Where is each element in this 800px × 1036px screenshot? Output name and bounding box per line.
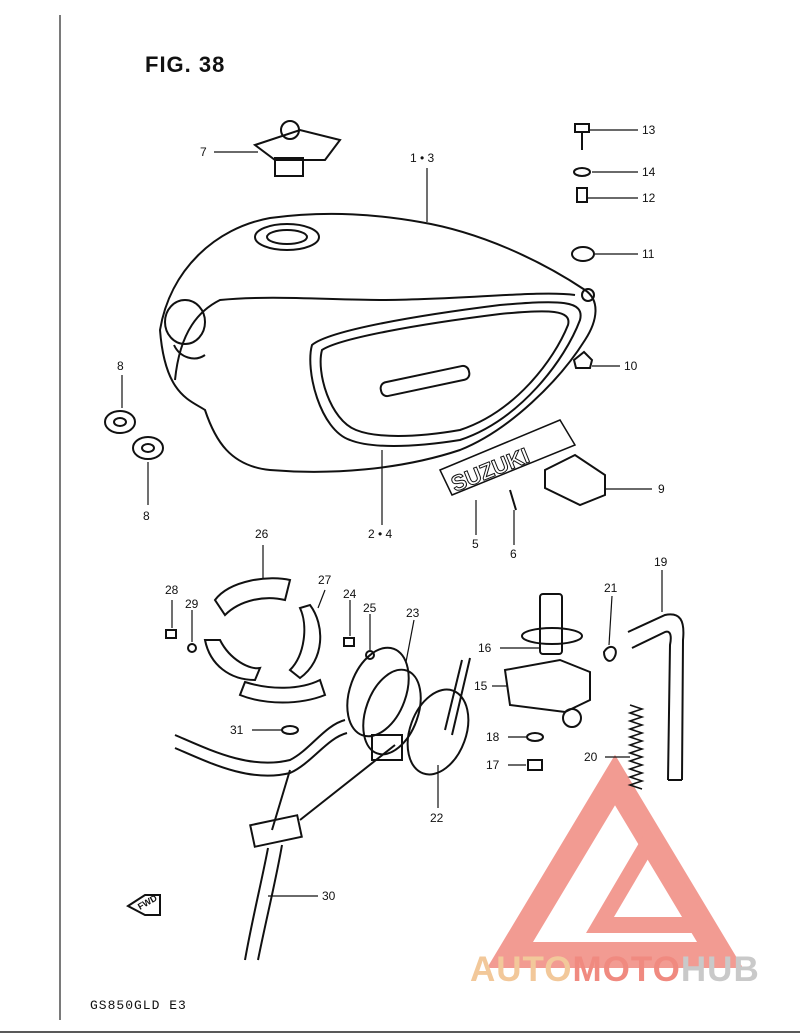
- fuel-tank: [158, 212, 597, 473]
- screw-6: [509, 489, 517, 511]
- callout-12: 12: [642, 191, 656, 205]
- washer-14: [573, 167, 591, 177]
- callout-15: 15: [474, 679, 488, 693]
- callout-14: 14: [642, 165, 656, 179]
- callout-28: 28: [165, 583, 179, 597]
- spring-20: [627, 704, 645, 790]
- figure-title: FIG. 38: [145, 52, 226, 77]
- callout-19: 19: [654, 555, 668, 569]
- watermark-text: AUTOMOTOHUB: [470, 950, 760, 990]
- cushion-8: [104, 410, 164, 460]
- callout-23: 23: [406, 606, 420, 620]
- fuel-cock: [503, 593, 591, 728]
- model-code: GS850GLD E3: [90, 998, 187, 1013]
- callout-31: 31: [230, 723, 244, 737]
- callout-20: 20: [584, 750, 598, 764]
- callout-17: 17: [486, 758, 500, 772]
- callout-24: 24: [343, 587, 357, 601]
- callout-7: 7: [200, 145, 207, 159]
- callout-6: 6: [510, 547, 517, 561]
- watermark-part-moto: MOTO: [572, 950, 681, 989]
- callout-1-3: 1 • 3: [410, 151, 435, 165]
- hose-19: [627, 613, 685, 781]
- callout-18: 18: [486, 730, 500, 744]
- callout-25: 25: [363, 601, 377, 615]
- bolt-13: [574, 123, 590, 150]
- cushion-block-9: [544, 453, 606, 507]
- tank-emblem: SUZUKI: [438, 419, 577, 497]
- clip-21: [602, 645, 617, 662]
- collar-12: [576, 187, 588, 203]
- callout-11: 11: [642, 247, 655, 261]
- screws-24-25-28-29: [165, 629, 375, 660]
- screw-17: [527, 759, 543, 771]
- callout-8-bottom: 8: [143, 509, 150, 523]
- fuel-gauge-unit: [299, 646, 471, 821]
- watermark-part-hub: HUB: [680, 950, 760, 989]
- wiring-harness-30: [174, 719, 348, 961]
- washer-18: [526, 732, 544, 742]
- callout-10: 10: [624, 359, 638, 373]
- callout-30: 30: [322, 889, 336, 903]
- callout-9: 9: [658, 482, 665, 496]
- callout-21: 21: [604, 581, 618, 595]
- callout-22: 22: [430, 811, 444, 825]
- callout-27: 27: [318, 573, 332, 587]
- fwd-arrow: FWD: [126, 893, 161, 916]
- gasket-26-27: [203, 577, 327, 704]
- callout-29: 29: [185, 597, 199, 611]
- watermark-logo: [487, 754, 743, 968]
- cushion-11: [571, 246, 595, 262]
- callout-13: 13: [642, 123, 656, 137]
- fuel-cap: [252, 120, 342, 177]
- callout-5: 5: [472, 537, 479, 551]
- callout-26: 26: [255, 527, 269, 541]
- leader-lines: [121, 129, 663, 897]
- callout-8-top: 8: [117, 359, 124, 373]
- callout-16: 16: [478, 641, 492, 655]
- clamp-31: [281, 725, 299, 735]
- callout-2-4: 2 • 4: [368, 527, 393, 541]
- cap-10: [572, 350, 594, 369]
- callout-labels: 13 14 12 11 10 9 7 1 • 3 8 8 2 • 4 5 6 2…: [117, 123, 668, 903]
- watermark-part-auto: AUTO: [470, 950, 573, 989]
